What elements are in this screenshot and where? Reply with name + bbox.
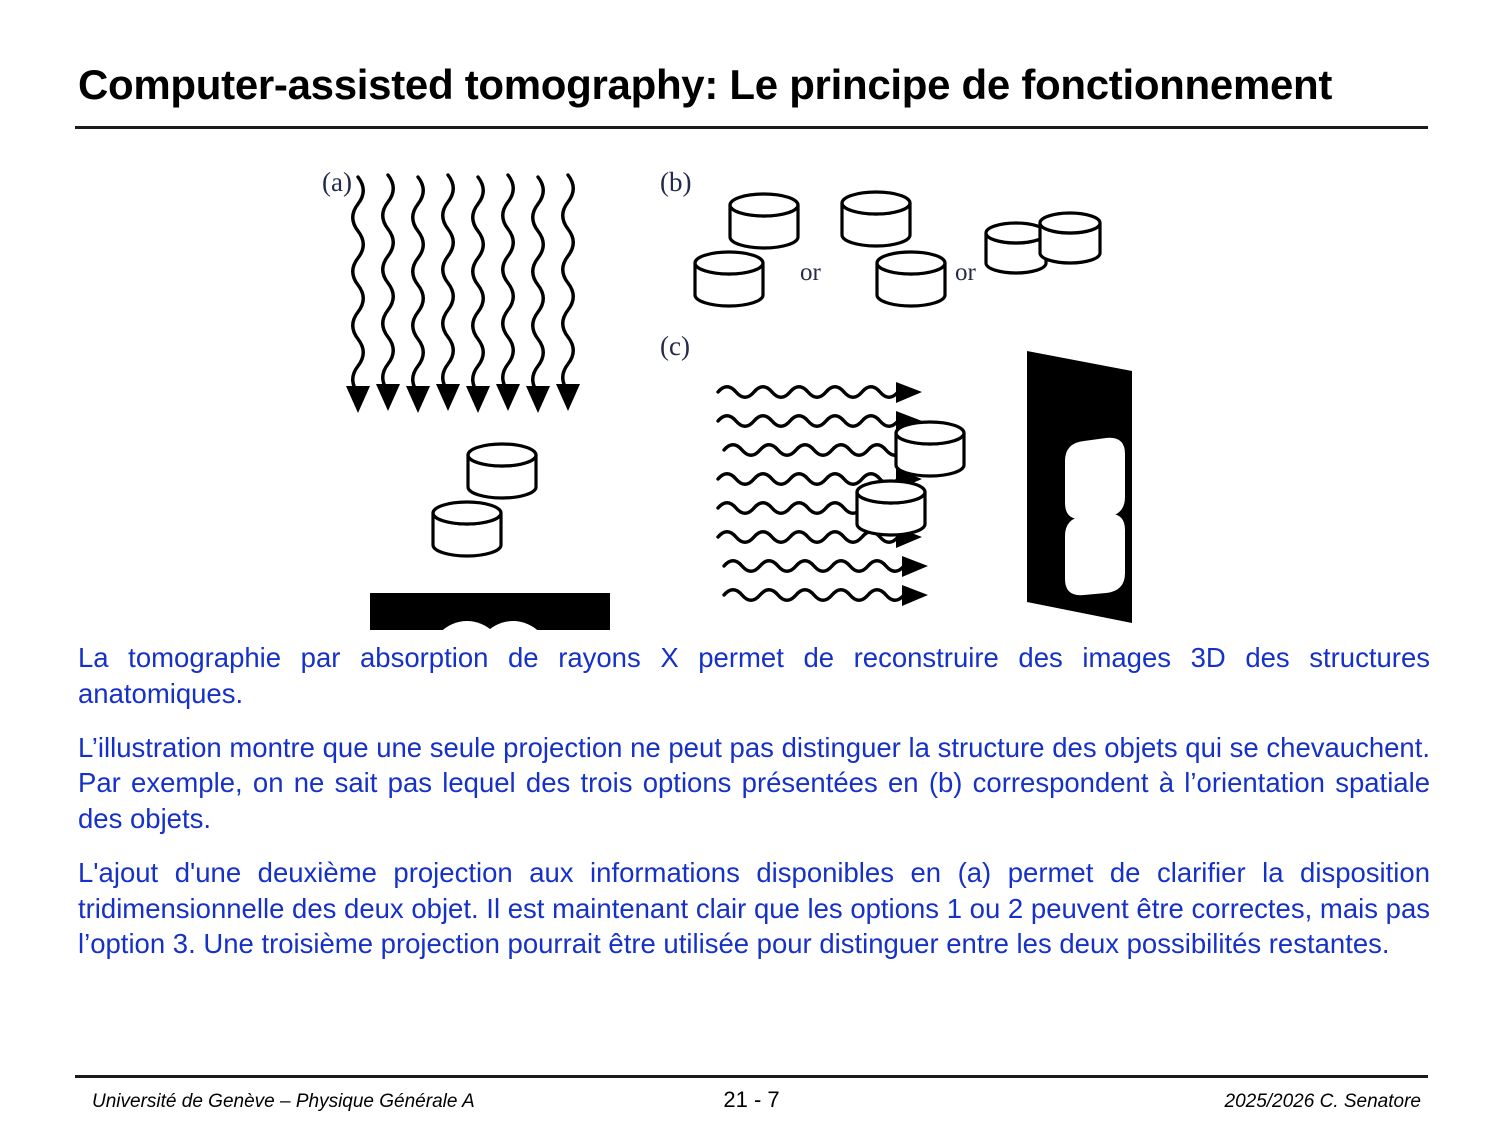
panel-a-arrowheads bbox=[346, 384, 580, 413]
footer-affiliation: Université de Genève – Physique Générale… bbox=[92, 1091, 475, 1112]
panel-a: (a) bbox=[322, 167, 610, 630]
panel-c-detector-screen bbox=[1027, 351, 1132, 623]
footer-page-number: 21 - 7 bbox=[723, 1087, 780, 1112]
panel-c-label: (c) bbox=[660, 331, 690, 361]
panel-b-or-1: or bbox=[800, 259, 822, 286]
body-text: La tomographie par absorption de rayons … bbox=[78, 640, 1430, 962]
panel-a-beams bbox=[346, 173, 580, 413]
panel-b-option-3 bbox=[984, 211, 1102, 275]
panel-b-or-2: or bbox=[955, 259, 977, 286]
panel-b-option-1 bbox=[693, 192, 800, 308]
footer-divider bbox=[75, 1075, 1428, 1078]
panel-c: (c) bbox=[660, 331, 1132, 623]
footer: Université de Genève – Physique Générale… bbox=[75, 1085, 1428, 1119]
paragraph-1: La tomographie par absorption de rayons … bbox=[78, 642, 1430, 709]
panel-a-detector bbox=[370, 593, 610, 630]
panel-a-cylinders bbox=[431, 442, 538, 558]
paragraph-3: L'ajout d'une deuxième projection aux in… bbox=[78, 856, 1430, 960]
tomography-figure: (a) bbox=[300, 155, 1200, 630]
title-divider bbox=[75, 126, 1428, 129]
panel-b: (b) or or bbox=[660, 167, 1102, 308]
paragraph-2: L’illustration montre que une seule proj… bbox=[78, 731, 1430, 835]
panel-b-label: (b) bbox=[660, 167, 691, 197]
page-title: Computer-assisted tomography: Le princip… bbox=[78, 61, 1333, 108]
footer-author: 2025/2026 C. Senatore bbox=[1224, 1091, 1422, 1112]
panel-a-label: (a) bbox=[322, 167, 352, 197]
panel-b-option-2 bbox=[840, 190, 947, 308]
